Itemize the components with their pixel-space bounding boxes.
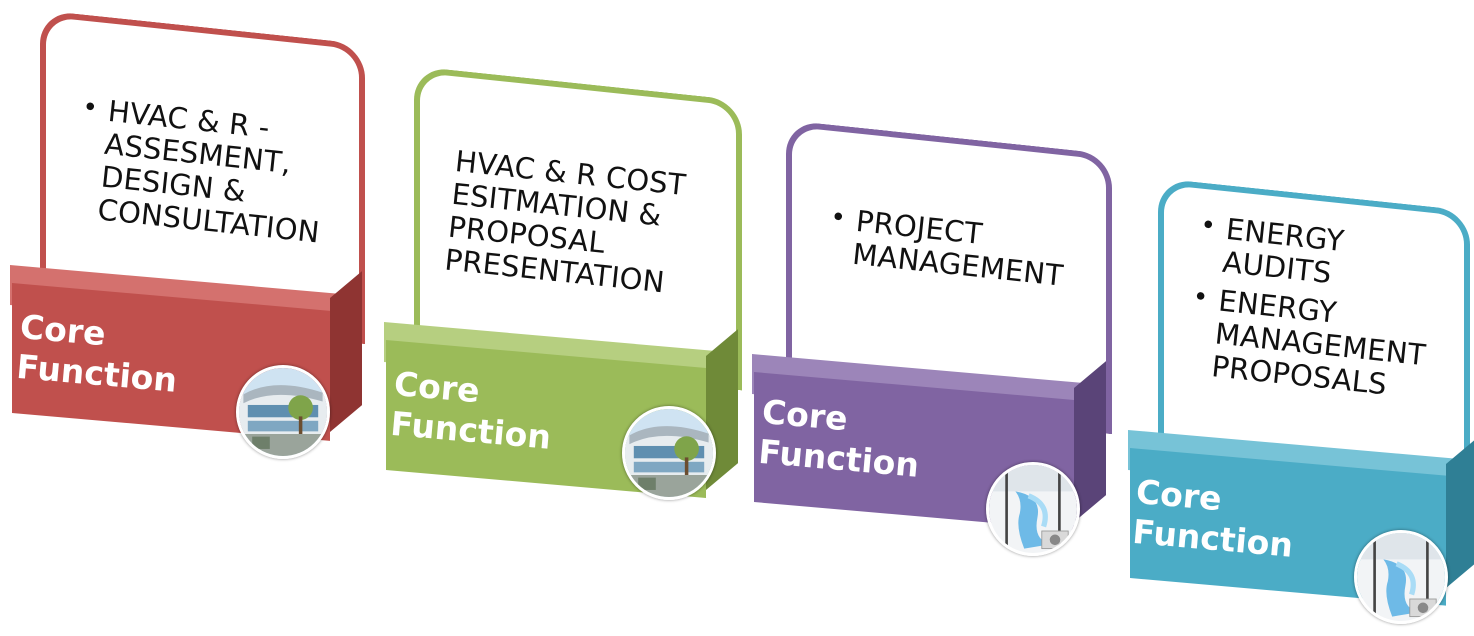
card-1-bullet: HVAC & R - ASSESMENT, DESIGN & CONSULTAT… — [96, 94, 331, 250]
card-1-label-text: Core Function — [15, 307, 179, 400]
card-3-photo — [986, 462, 1080, 556]
card-4-text: ENERGY AUDITS ENERGY MANAGEMENT PROPOSAL… — [1181, 210, 1448, 412]
card-2-description: HVAC & R COST ESITMATION & PROPOSAL PRES… — [443, 144, 688, 300]
building-photo-icon — [239, 368, 327, 456]
card-3-label-text: Core Function — [757, 392, 921, 485]
card-4-base-side — [1446, 440, 1474, 588]
card-2-photo — [622, 406, 716, 500]
card-4-photo — [1354, 530, 1448, 624]
card-2-label-text: Core Function — [389, 364, 553, 457]
card-4-label-text: Core Function — [1131, 472, 1295, 565]
card-1-photo — [236, 365, 330, 459]
ac-unit-photo-icon — [989, 465, 1077, 553]
building-photo-icon — [625, 409, 713, 497]
card-1-base-side — [330, 271, 362, 432]
card-1-text: HVAC & R - ASSESMENT, DESIGN & CONSULTAT… — [68, 92, 331, 255]
card-2-text: HVAC & R COST ESITMATION & PROPOSAL PRES… — [443, 144, 705, 302]
card-4-bullet-2: ENERGY MANAGEMENT PROPOSALS — [1210, 284, 1441, 407]
ac-unit-photo-icon — [1357, 533, 1445, 621]
